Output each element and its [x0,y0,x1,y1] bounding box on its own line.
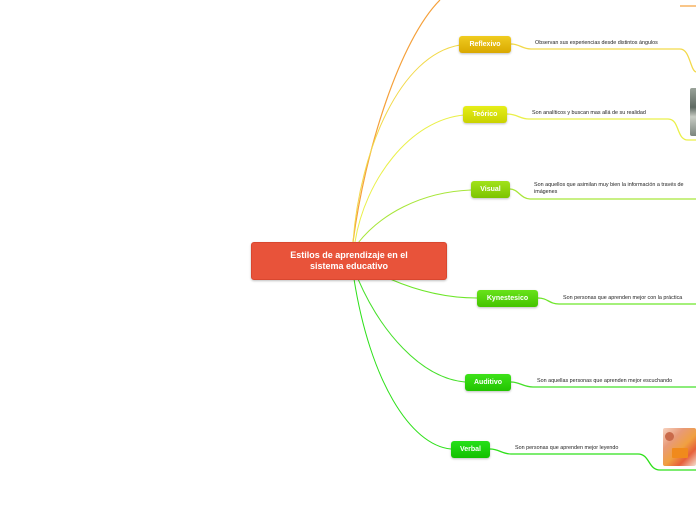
thumbnail-verbal-image[interactable] [663,428,696,466]
connector-teorico [355,115,464,242]
branch-verbal-label: Verbal [460,446,481,453]
connector-verbal [354,279,451,449]
underline-teorico [507,114,696,140]
description-teorico[interactable]: Son analíticos y buscan mas allá de su r… [532,110,646,117]
underline-reflexivo [511,44,696,72]
branch-visual-label: Visual [480,186,501,193]
branch-kynestesico-label: Kynestesico [487,295,528,302]
central-topic-label: Estilos de aprendizaje en el sistema edu… [274,250,424,272]
description-reflexivo[interactable]: Observan sus experiencias desde distinto… [535,40,658,47]
thumbnail-verbal-figure [665,432,674,441]
branch-auditivo-label: Auditivo [474,379,502,386]
branch-teorico[interactable]: Teórico [463,106,507,123]
branch-auditivo[interactable]: Auditivo [465,374,511,391]
branch-visual[interactable]: Visual [471,181,510,198]
central-topic[interactable]: Estilos de aprendizaje en el sistema edu… [251,242,447,280]
branch-kynestesico[interactable]: Kynestesico [477,290,538,307]
branch-teorico-label: Teórico [473,111,498,118]
branch-verbal[interactable]: Verbal [451,441,490,458]
branch-reflexivo-label: Reflexivo [469,41,500,48]
connector-visual [358,190,471,243]
thumbnail-teorico-image[interactable] [690,88,696,136]
thumbnail-verbal-book [672,448,688,458]
connector-offscreen [353,0,440,242]
branch-reflexivo[interactable]: Reflexivo [459,36,511,53]
description-verbal[interactable]: Son personas que aprenden mejor leyendo [515,445,618,452]
connector-auditivo [358,279,465,382]
description-auditivo[interactable]: Son aquellas personas que aprenden mejor… [537,378,672,385]
connector-reflexivo [353,45,460,242]
description-kynestesico[interactable]: Son personas que aprenden mejor con la p… [563,295,682,302]
description-visual[interactable]: Son aquellos que asimilan muy bien la in… [534,182,696,196]
connector-kynestesico [390,279,477,298]
